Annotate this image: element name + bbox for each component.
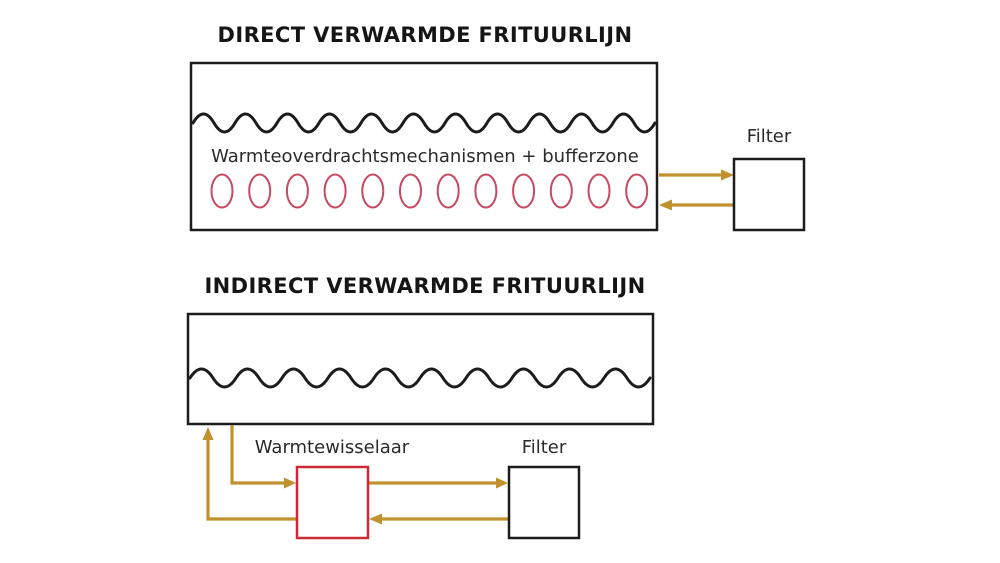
heat-exchanger-box [295,465,370,540]
bottom-diagram-title: INDIRECT VERWARMDE FRITUURLIJN [204,274,646,298]
top-inner-label: Warmteoverdrachtsmechanismen + bufferzon… [211,146,639,167]
top-filter-label: Filter [746,126,792,147]
oil-bubble [361,173,385,209]
bottom-fryer-box [186,312,655,426]
bubble-row [210,173,649,209]
pipe-exchanger-to-fryer [206,440,296,521]
pipe-filter-to-exchanger-head [369,513,382,525]
oil-bubble [436,173,460,209]
oil-bubble [474,173,498,209]
top-diagram-title: DIRECT VERWARMDE FRITUURLIJN [217,23,633,47]
pipe-fryer-to-exchanger-head [284,477,296,489]
pipe-fryer-to-exchanger [230,425,285,485]
oil-surface-wave-bottom [188,367,652,389]
flow-arrow-fryer-to-filter-head [721,169,734,181]
oil-bubble [248,173,272,209]
oil-bubble [323,173,347,209]
flow-arrow-filter-to-fryer-head [659,199,672,211]
top-fryer-box [189,61,659,232]
oil-bubble [210,173,234,209]
oil-bubble [399,173,422,209]
pipe-exchanger-to-filter-head [496,477,508,489]
bottom-filter-label: Filter [521,437,567,458]
oil-bubble [512,173,536,209]
oil-surface-wave-top [191,112,657,134]
pipe-exchanger-to-fryer-head [202,427,214,440]
top-filter-box [732,157,806,232]
bottom-filter-box [507,465,581,540]
oil-bubble [587,173,611,209]
oil-bubble [549,173,573,209]
heat-exchanger-label: Warmtewisselaar [254,437,410,458]
oil-bubble [285,173,309,209]
oil-bubble [625,173,649,209]
